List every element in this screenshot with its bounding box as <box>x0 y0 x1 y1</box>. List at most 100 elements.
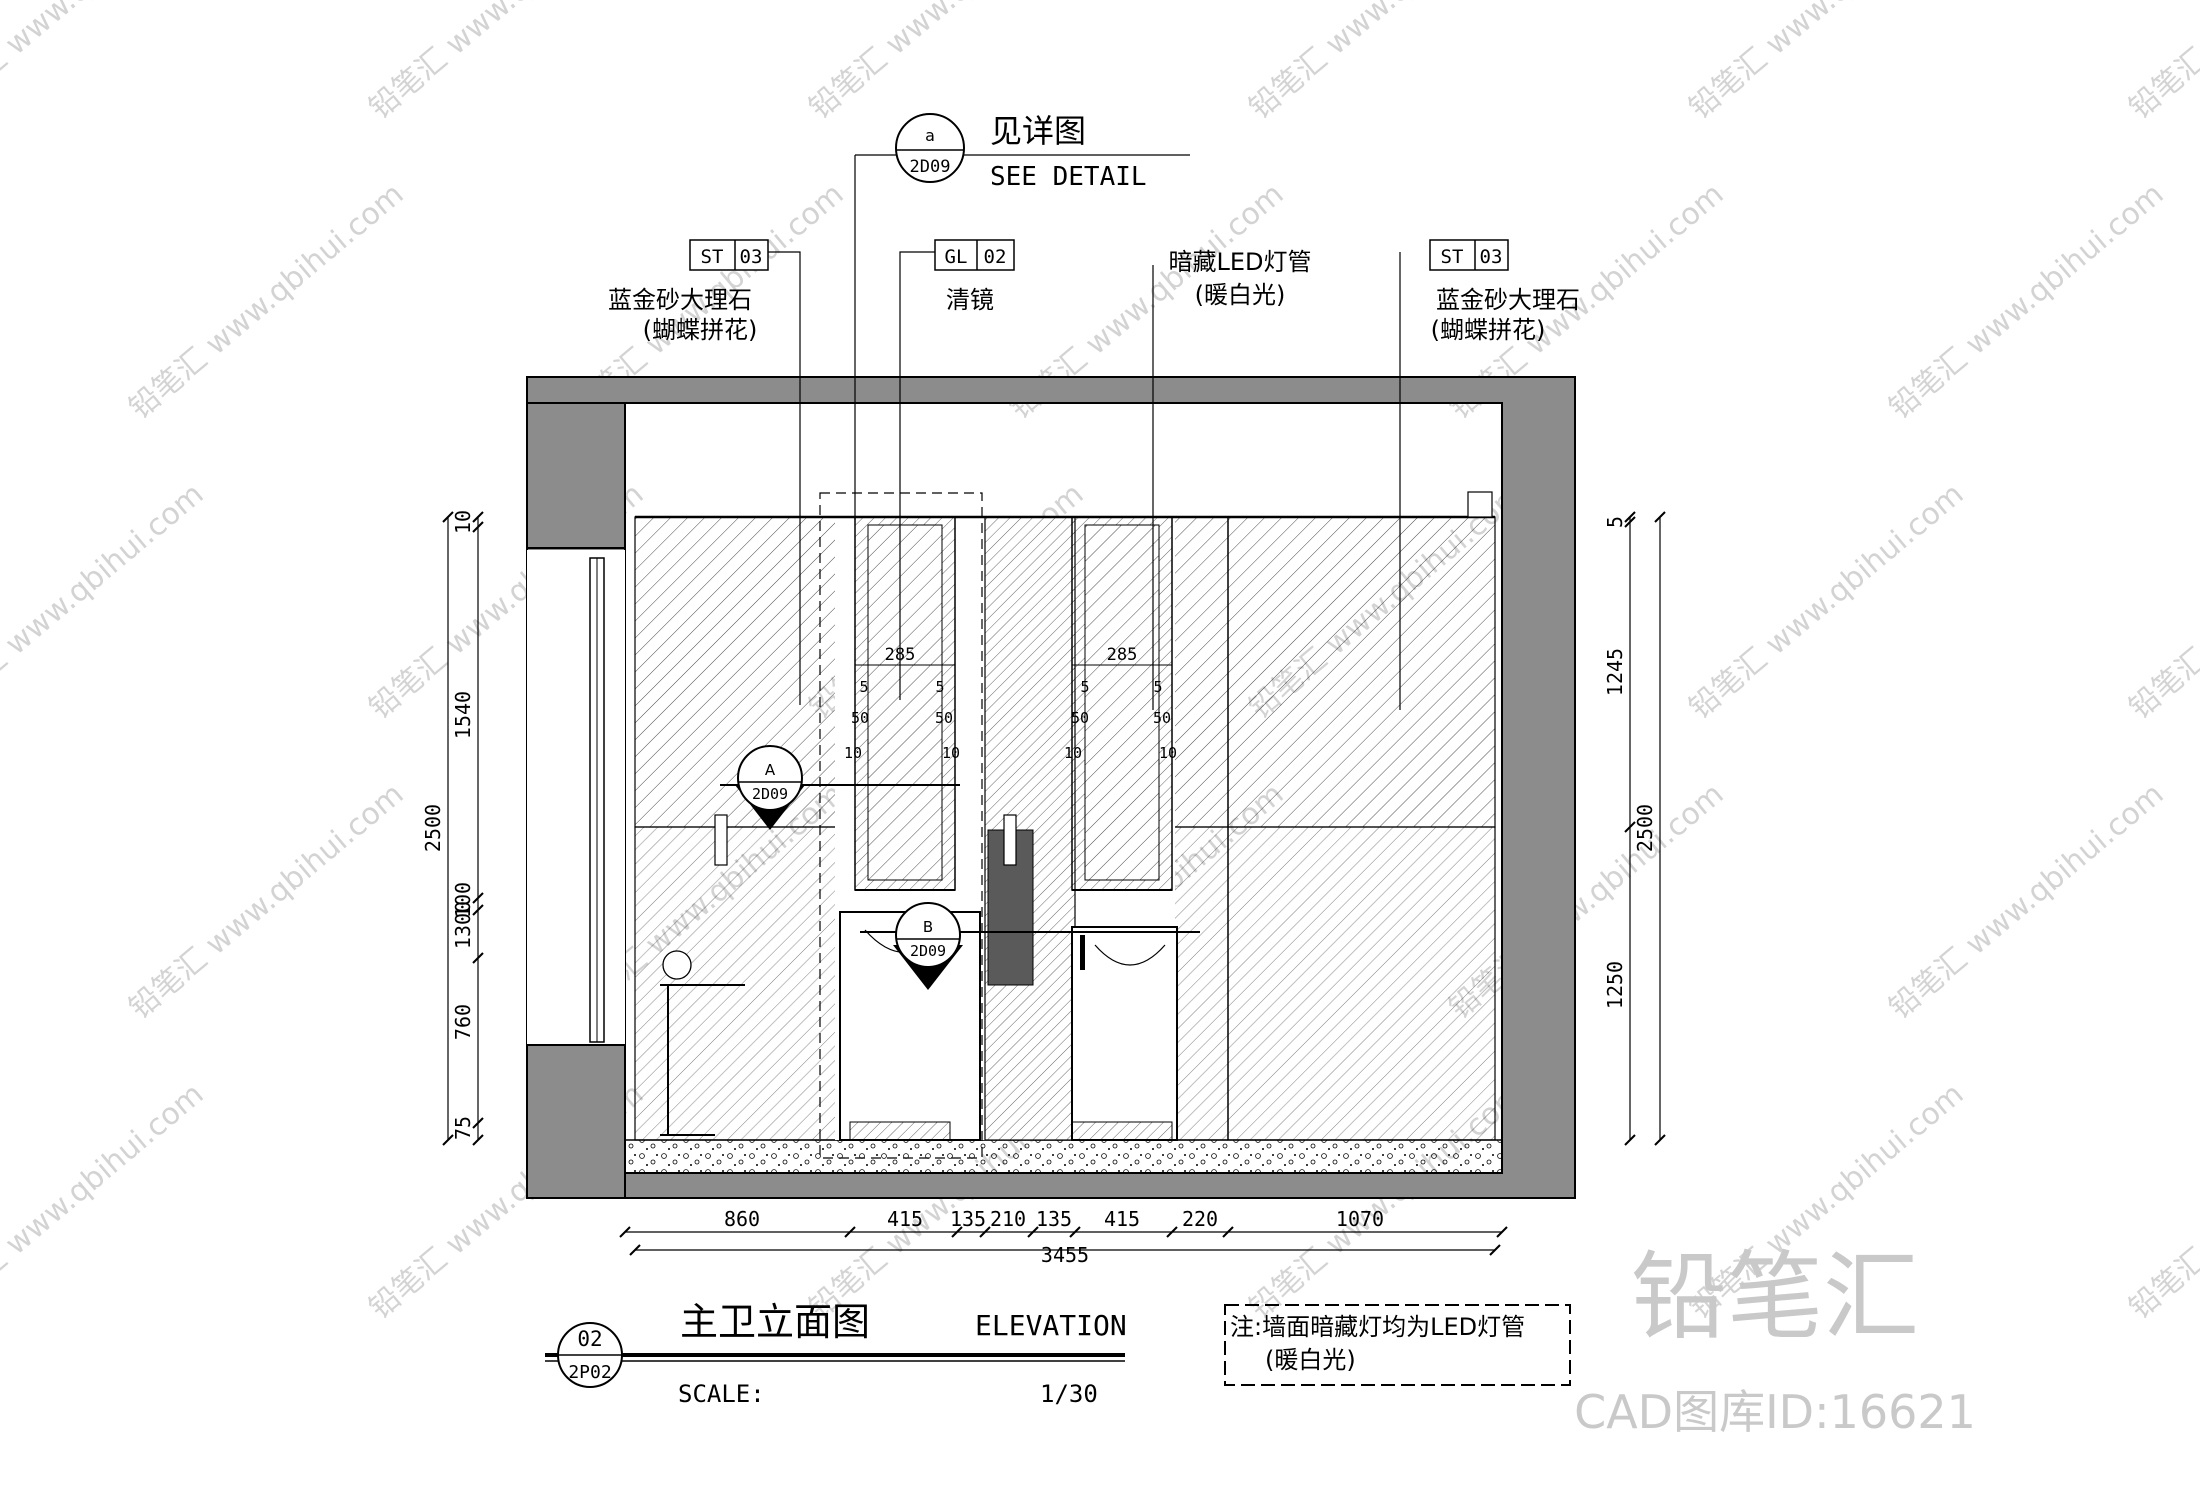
dimension-labels-right: 5 1245 2500 1250 <box>1603 516 1657 1009</box>
drawing-sheet: 2P02 <box>568 1362 611 1383</box>
see-detail-title-en: SEE DETAIL <box>990 162 1147 192</box>
tag-4-line1: 蓝金砂大理石 <box>1436 286 1580 314</box>
url-watermark: 铅笔汇 www.qbihui.com <box>1683 477 1971 726</box>
url-watermark: 铅笔汇 www.qbihui.com <box>0 477 210 726</box>
dim-210: 210 <box>990 1207 1026 1231</box>
dim-left-75: 75 <box>451 1116 475 1140</box>
tag-2-code: GL <box>945 246 968 268</box>
dimension-tick <box>472 521 484 533</box>
dim-415-right: 415 <box>1104 1207 1140 1231</box>
material-tag-2: GL 02 清镜 <box>934 239 1015 314</box>
url-watermark: 铅笔汇 www.qbihui.com <box>1883 777 2171 1026</box>
section-b-letter: B <box>923 918 933 936</box>
dimension-tick <box>472 1117 484 1129</box>
see-detail-callout: a 2D09 见详图 SEE DETAIL <box>895 112 1147 192</box>
dim-left-1540: 1540 <box>451 691 475 739</box>
dim-415-left: 415 <box>887 1207 923 1231</box>
dimension-tick <box>619 1226 631 1238</box>
inner-dim-50-d: 50 <box>1153 709 1171 727</box>
side-table <box>660 814 1017 1136</box>
tag-4-line2: (蝴蝶拼花) <box>1431 316 1546 344</box>
material-tag-3: 暗藏LED灯管 (暖白光) <box>1168 248 1311 309</box>
see-detail-bubble-bottom: 2D09 <box>910 157 951 177</box>
dimension-tick <box>979 1226 991 1238</box>
tag-2-line1: 清镜 <box>946 286 994 314</box>
detail-dashed-outline <box>819 492 983 1159</box>
dimension-tick <box>1624 1134 1636 1146</box>
inner-dim-10-b: 10 <box>942 744 960 762</box>
tag-4-num: 03 <box>1480 246 1503 268</box>
dimension-tick <box>1069 1226 1081 1238</box>
dimension-tick <box>1222 1226 1234 1238</box>
dimension-tick <box>1654 511 1666 523</box>
dimension-tick <box>1654 1134 1666 1146</box>
tag-2-num: 02 <box>984 246 1007 268</box>
url-watermark: 铅笔汇 www.qbihui.com <box>123 777 411 1026</box>
url-watermark: 铅笔汇 www.qbihui.com <box>1243 0 1531 126</box>
dimension-tick <box>844 1226 856 1238</box>
material-tag-4: ST 03 蓝金砂大理石 (蝴蝶拼花) <box>1429 239 1580 344</box>
dimension-tick <box>442 1134 454 1146</box>
dim-right-2500: 2500 <box>1633 804 1657 852</box>
dimension-tick <box>1489 1244 1501 1256</box>
drawing-title-en: ELEVATION <box>975 1309 1127 1342</box>
inner-dim-5-d: 5 <box>1153 678 1162 696</box>
url-watermark: 铅笔汇 www.qbihui.com <box>123 177 411 426</box>
inner-dim-285-right: 285 <box>1107 645 1138 665</box>
dim-right-1245: 1245 <box>1603 648 1627 696</box>
brand-name-watermark: 铅笔汇 <box>1631 1241 1919 1353</box>
wall-section <box>526 376 1576 1199</box>
dimension-tick <box>1624 511 1636 523</box>
drawing-title: 主卫立面图 <box>680 1300 870 1344</box>
dim-left-10: 10 <box>451 510 475 534</box>
title-block: 02 2P02 主卫立面图 ELEVATION SCALE: 1/30 <box>545 1300 1127 1408</box>
note-line-2: (暖白光) <box>1265 1346 1356 1374</box>
inner-dim-10-d: 10 <box>1159 744 1177 762</box>
dim-135-right: 135 <box>1036 1207 1072 1231</box>
dimension-tick <box>472 904 484 916</box>
dimension-tick <box>472 892 484 904</box>
url-watermark: 铅笔汇 www.qbihui.com <box>363 0 651 126</box>
inner-dim-10-c: 10 <box>1064 744 1082 762</box>
url-watermark: 铅笔汇 www.qbihui.com <box>803 0 1091 126</box>
url-watermark: 铅笔汇 www.qbihui.com <box>2123 0 2200 126</box>
section-a-sheet: 2D09 <box>752 785 788 803</box>
url-watermark: 铅笔汇 www.qbihui.com <box>0 0 210 126</box>
tag-1-line1: 蓝金砂大理石 <box>608 286 752 314</box>
tag-1-line2: (蝴蝶拼花) <box>643 316 758 344</box>
url-watermark: 铅笔汇 www.qbihui.com <box>1683 0 1971 126</box>
inner-dim-5-b: 5 <box>935 678 944 696</box>
tag-4-code: ST <box>1441 246 1464 268</box>
dimension-tick <box>1496 1226 1508 1238</box>
dim-right-5: 5 <box>1603 516 1627 528</box>
dimension-tick <box>1624 516 1636 528</box>
dim-left-1300: 1300 <box>451 901 475 949</box>
drawing-number: 02 <box>577 1327 602 1351</box>
url-watermark: 铅笔汇 www.qbihui.com <box>2123 1077 2200 1326</box>
inner-dim-285-left: 285 <box>885 645 916 665</box>
scale-value: 1/30 <box>1040 1380 1098 1408</box>
note-box: 注:墙面暗藏灯均为LED灯管 (暖白光) <box>1224 1304 1571 1386</box>
scale-label: SCALE: <box>678 1380 765 1408</box>
dimension-tick <box>1624 821 1636 833</box>
inner-dim-10-a: 10 <box>844 744 862 762</box>
see-detail-title-cn: 见详图 <box>990 112 1086 150</box>
material-tag-1: ST 03 蓝金砂大理石 (蝴蝶拼花) <box>608 239 769 344</box>
dimension-chain-right <box>1624 511 1666 1146</box>
section-marker-a: A 2D09 <box>720 745 960 830</box>
dimension-tick <box>1166 1226 1178 1238</box>
inner-dim-50-c: 50 <box>1071 709 1089 727</box>
inner-dim-5-a: 5 <box>859 678 868 696</box>
dim-860: 860 <box>724 1207 760 1231</box>
dimension-tick <box>472 952 484 964</box>
tag-1-code: ST <box>701 246 724 268</box>
inner-dim-50-a: 50 <box>851 709 869 727</box>
inner-dim-5-c: 5 <box>1080 678 1089 696</box>
mirror-left <box>854 516 956 891</box>
dimension-chain-bottom <box>619 1226 1508 1256</box>
dimension-labels-left: 10 1540 2500 100 1300 760 75 <box>421 510 475 1140</box>
dimension-tick <box>951 1226 963 1238</box>
dimension-labels-bottom: 860 415 135 210 135 415 220 1070 3455 <box>724 1207 1384 1267</box>
dim-220: 220 <box>1182 1207 1218 1231</box>
